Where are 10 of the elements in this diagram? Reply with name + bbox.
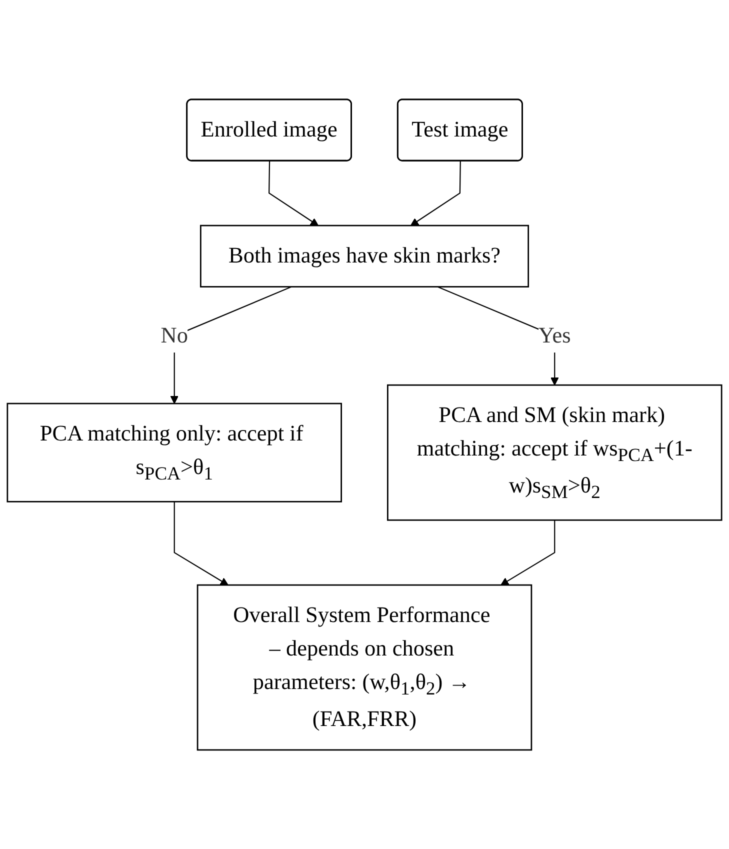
arrow <box>268 160 319 226</box>
node-box: Overall System Performance – depends on chosen parameters: (w,θ$_{1}$,θ$_{2}$) → (FAR,FRR) <box>196 584 532 750</box>
node-box: Both images have skin marks? <box>200 224 530 288</box>
arrow <box>174 501 228 586</box>
node-box: PCA and SM (skin mark) matching: accept if ws$_{PCA}$+(1-w)s$_{SM}$>θ$_{2}$ <box>387 384 722 521</box>
node-box: PCA matching only: accept if s$_{PCA}$>θ$_{1}$ <box>6 402 342 502</box>
edge-label: No <box>160 324 188 348</box>
arrow <box>410 160 461 226</box>
arrow <box>500 520 556 586</box>
edge-label: Yes <box>538 324 571 348</box>
